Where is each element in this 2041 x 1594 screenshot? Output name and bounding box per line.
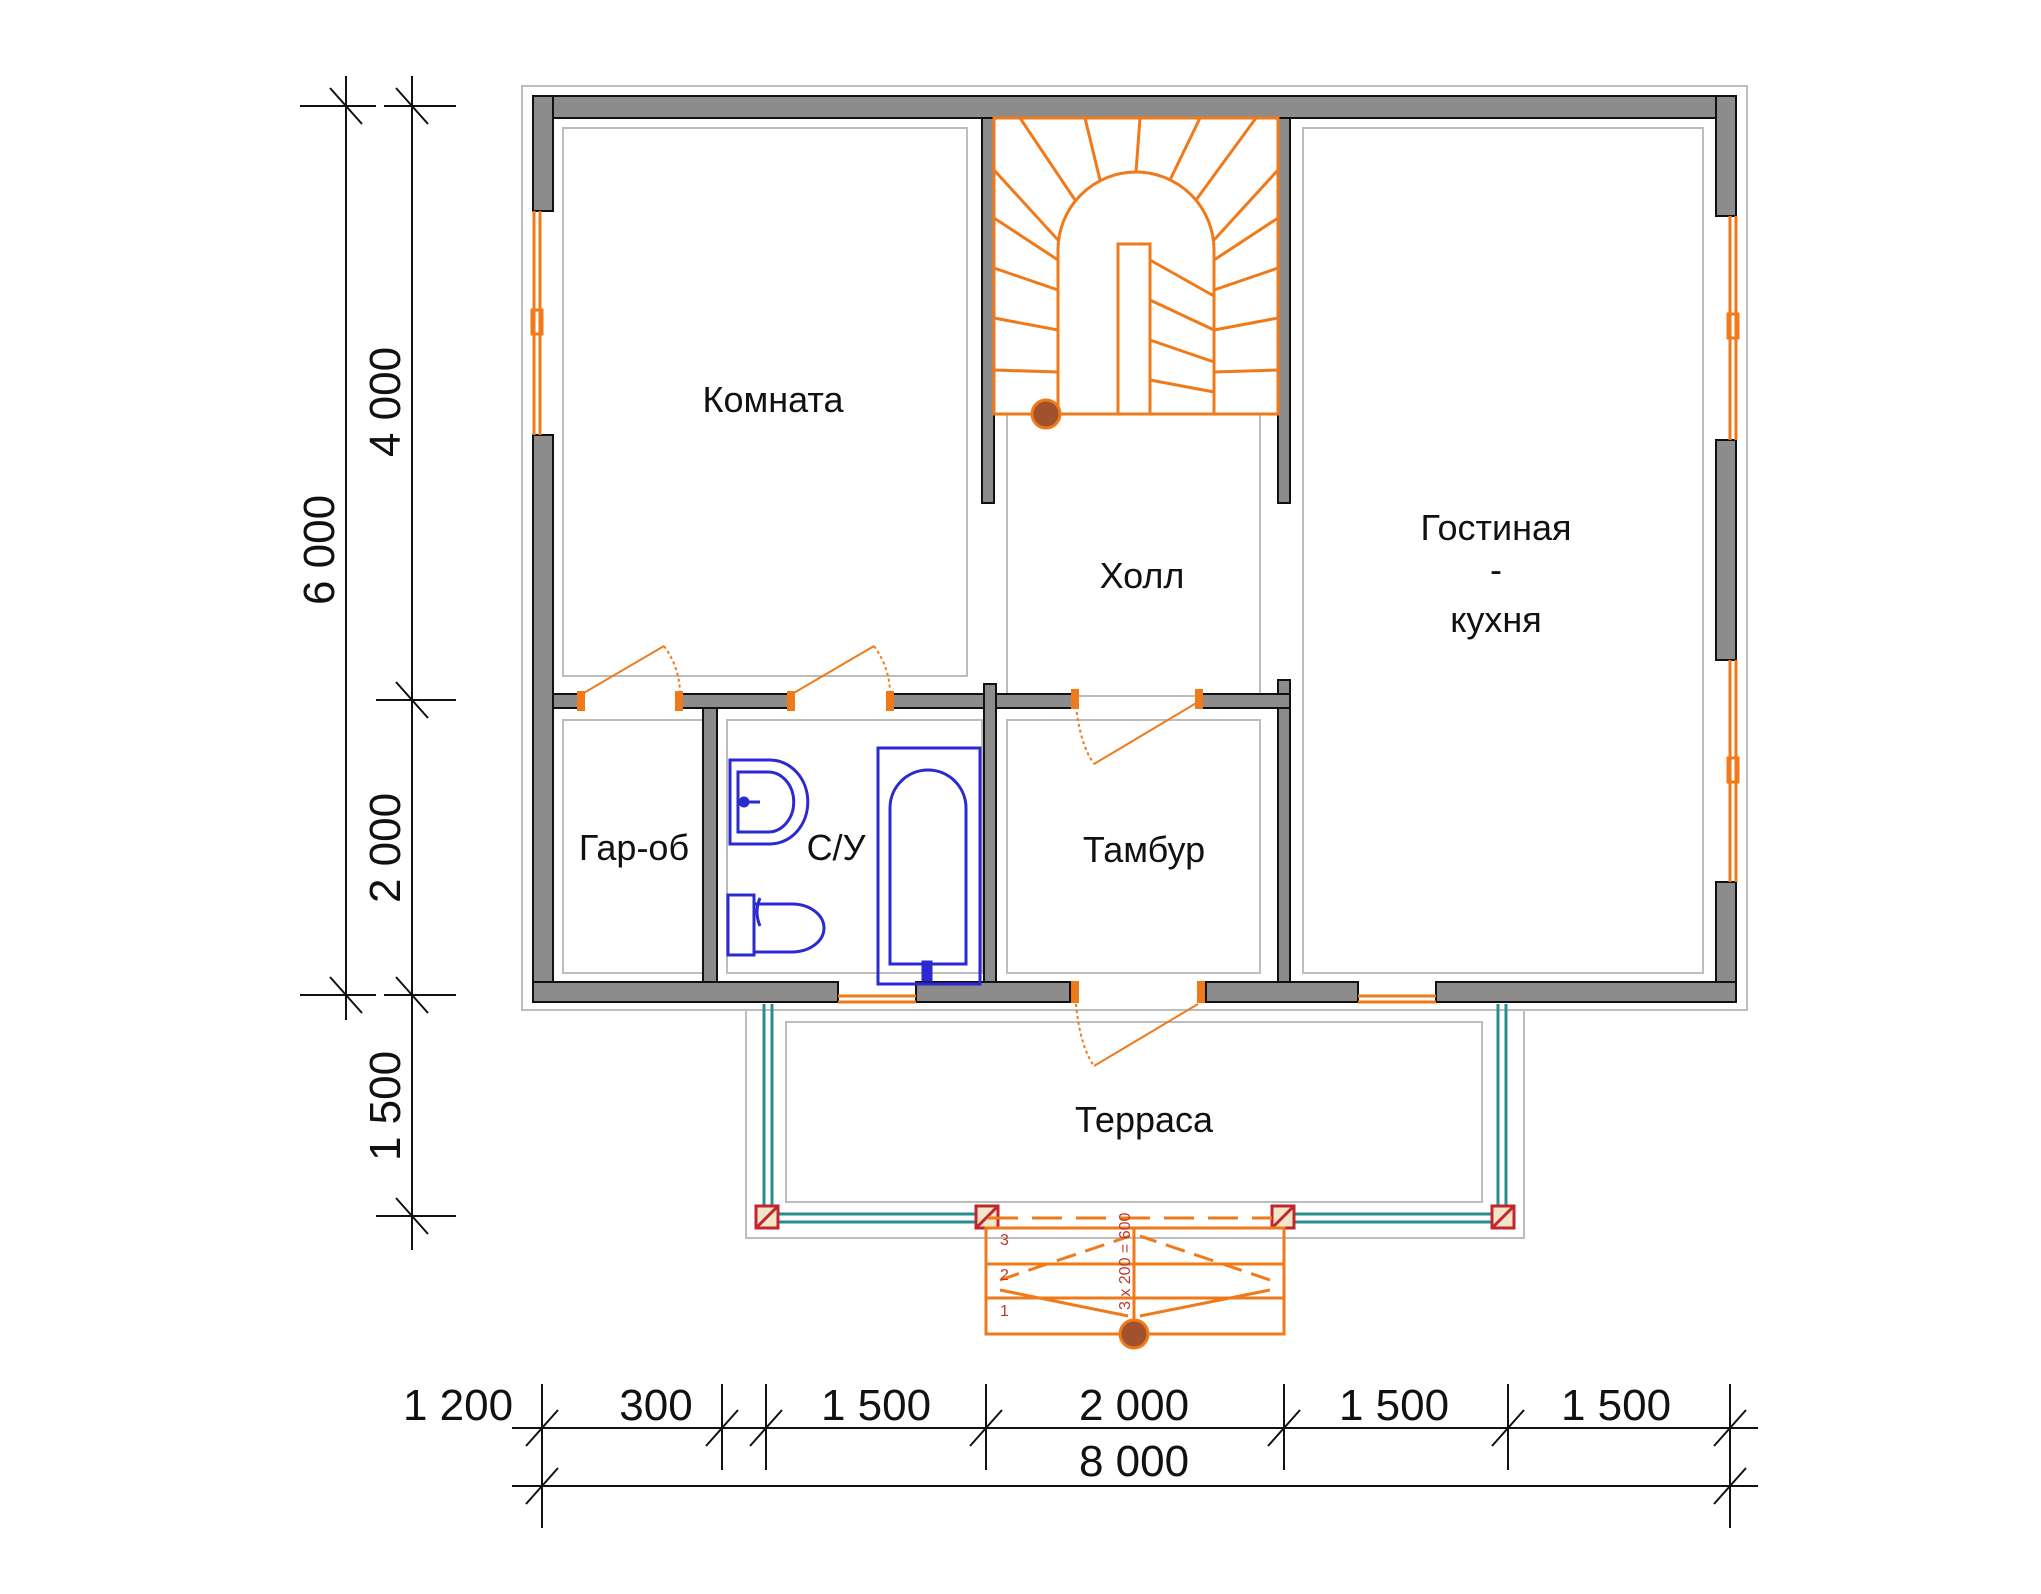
post-4: [1490, 1204, 1516, 1230]
horizontal-dimensions: [512, 1384, 1758, 1528]
post-3: [1270, 1204, 1296, 1230]
dim-horizontal-total: 8 000: [1079, 1437, 1189, 1486]
wall-garob-su: [702, 707, 718, 983]
room-label-holl: Холл: [1100, 555, 1185, 596]
porch-step-note: 3 x 200 = 600: [1117, 1212, 1134, 1310]
porch-step-2: 2: [1000, 1267, 1009, 1284]
porch-step-3: 3: [1000, 1232, 1009, 1249]
bathroom-fixtures: [726, 746, 982, 986]
walls: [532, 95, 1737, 1003]
stair-start-marker: [1030, 398, 1062, 430]
vertical-dimensions: [300, 76, 456, 1250]
wall-partition-1: [552, 693, 582, 709]
windows: [530, 211, 1740, 1004]
bathtub-icon: [876, 746, 982, 986]
staircase: [992, 116, 1280, 430]
porch-steps: [984, 1216, 1286, 1350]
room-label-tambur: Тамбур: [1083, 829, 1205, 870]
window-bottom-living: [1358, 994, 1436, 1004]
dim-horizontal-5: 1 500: [1339, 1381, 1449, 1430]
door-su: [787, 645, 894, 711]
dim-vertical-lower: 2 000: [361, 793, 410, 903]
wall-su-tambur: [983, 683, 997, 983]
porch-start-marker: [1118, 1318, 1150, 1350]
toilet-icon: [726, 893, 826, 957]
room-label-gostinaya: Гостиная: [1420, 507, 1571, 548]
dim-horizontal-3: 1 500: [821, 1381, 931, 1430]
room-label-gostinaya-dash: -: [1490, 549, 1502, 590]
door-tambur-holl: [1071, 689, 1203, 765]
wall-tambur-living: [1277, 679, 1291, 983]
wall-stair-living: [1277, 117, 1291, 504]
room-label-kuhnya: кухня: [1450, 599, 1542, 640]
dim-horizontal-2: 300: [619, 1381, 692, 1430]
wall-komnata-stair: [981, 117, 995, 504]
wall-right-upper: [1715, 95, 1737, 217]
wall-partition-2: [680, 693, 792, 709]
porch-step-1: 1: [1000, 1303, 1009, 1320]
window-left: [530, 211, 544, 435]
wall-top: [532, 95, 1737, 119]
dim-horizontal-6: 1 500: [1561, 1381, 1671, 1430]
window-right-upper: [1726, 216, 1740, 440]
room-label-su: С/У: [807, 827, 867, 868]
post-1: [754, 1204, 780, 1230]
wall-bottom-1: [532, 981, 839, 1003]
dim-vertical-total: 6 000: [295, 495, 344, 605]
wall-bottom-4: [1435, 981, 1737, 1003]
room-outlines: [562, 127, 1704, 1203]
outline: [521, 85, 1748, 1239]
window-bottom-su: [838, 994, 916, 1004]
dim-horizontal-1: 1 200: [403, 1381, 513, 1430]
doors: [577, 645, 1205, 1067]
wall-bottom-3: [1205, 981, 1359, 1003]
terrace-railing: [762, 1004, 1508, 1224]
dim-horizontal-4: 2 000: [1079, 1381, 1189, 1430]
sink-icon: [728, 758, 810, 846]
wall-left-lower: [532, 434, 554, 1003]
dim-vertical-terrace: 1 500: [361, 1051, 410, 1161]
window-right-lower: [1726, 660, 1740, 882]
room-label-terrasa: Терраса: [1075, 1099, 1214, 1140]
door-komnata: [577, 645, 683, 711]
wall-partition-4: [1199, 693, 1291, 709]
terrace-posts: [754, 1204, 1516, 1230]
room-label-komnata: Комната: [703, 379, 845, 420]
wall-left-upper: [532, 95, 554, 212]
door-entrance: [1071, 981, 1205, 1067]
room-label-garob: Гар-об: [579, 827, 689, 868]
wall-right-middle: [1715, 439, 1737, 661]
dim-vertical-upper: 4 000: [361, 347, 410, 457]
